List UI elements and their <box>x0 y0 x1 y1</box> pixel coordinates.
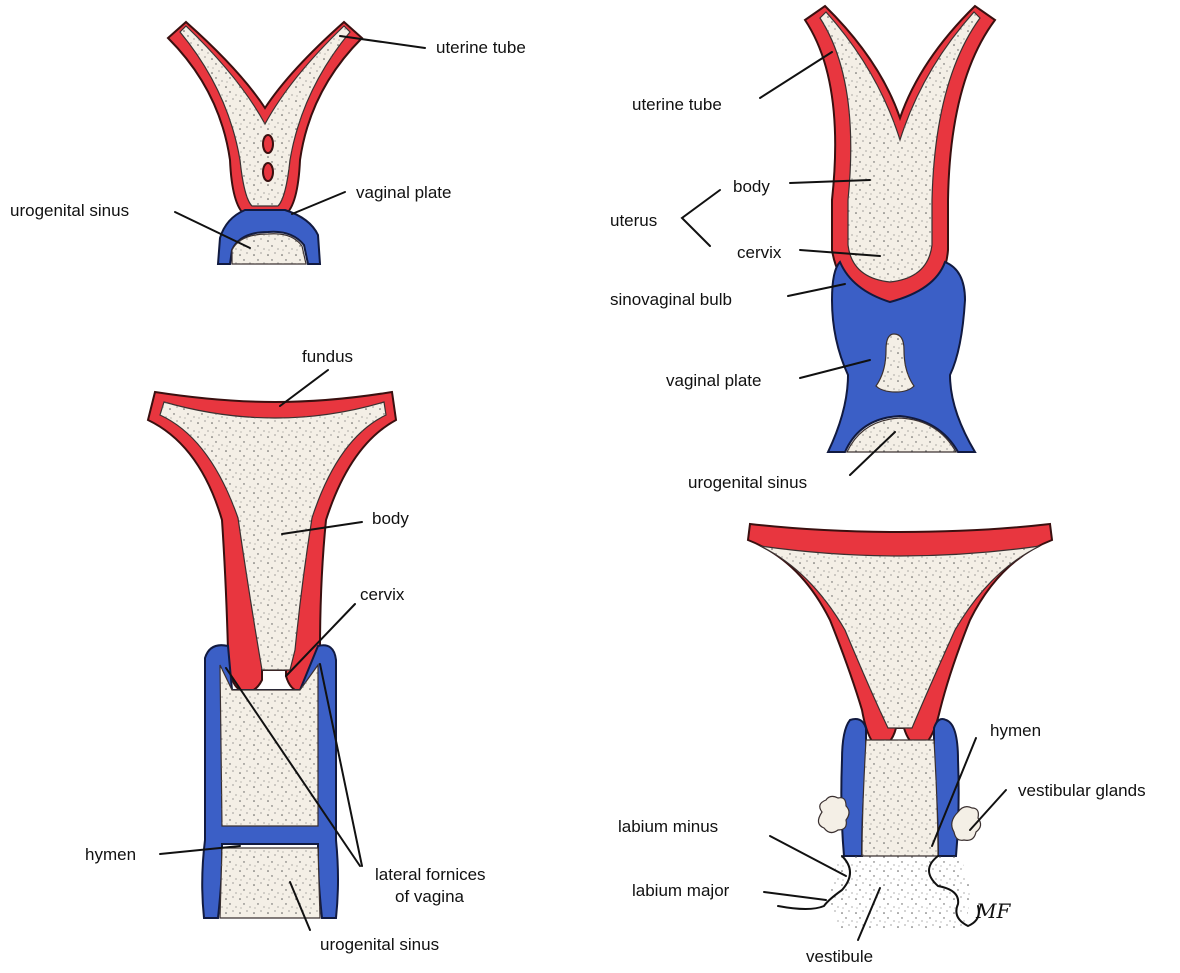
tr-label-vaginal-plate: vaginal plate <box>666 371 761 390</box>
artist-signature: MF <box>975 899 1011 923</box>
br-label-vestibule: vestibule <box>806 947 873 966</box>
panel-bottom-right: hymen vestibular glands labium minus lab… <box>618 524 1146 966</box>
bl-label-lateral-fornices-line1: lateral fornices <box>375 865 486 884</box>
tl-label-uterine-tube: uterine tube <box>436 38 526 57</box>
bl-sinus-stipple <box>220 848 320 918</box>
tr-leader-uterus-bracket <box>682 190 720 246</box>
bl-label-fundus: fundus <box>302 347 353 366</box>
bl-label-hymen: hymen <box>85 845 136 864</box>
panel-top-right: uterine tube body uterus cervix sinovagi… <box>610 6 995 492</box>
br-label-labium-minus: labium minus <box>618 817 718 836</box>
tl-lumen-spot <box>263 163 273 181</box>
bl-label-body: body <box>372 509 409 528</box>
tl-leader-vaginal-plate <box>292 192 345 214</box>
br-vestibule <box>830 856 970 930</box>
tr-leader-uterine-tube <box>760 52 832 98</box>
bl-label-urogenital-sinus: urogenital sinus <box>320 935 439 954</box>
tr-label-urogenital-sinus: urogenital sinus <box>688 473 807 492</box>
br-vagina-stipple <box>862 740 938 856</box>
tr-label-body: body <box>733 177 770 196</box>
tr-label-uterus: uterus <box>610 211 657 230</box>
bl-label-cervix: cervix <box>360 585 405 604</box>
br-vestibular-gland-left <box>818 796 849 832</box>
tr-label-cervix: cervix <box>737 243 782 262</box>
br-label-vestibular-glands: vestibular glands <box>1018 781 1146 800</box>
br-leader-labium-minus <box>770 836 846 876</box>
br-label-labium-major: labium major <box>632 881 730 900</box>
panel-top-left: uterine tube vaginal plate urogenital si… <box>10 22 526 264</box>
tl-label-vaginal-plate: vaginal plate <box>356 183 451 202</box>
panel-bottom-left: fundus body cervix lateral fornices of v… <box>85 347 486 954</box>
tr-label-uterine-tube: uterine tube <box>632 95 722 114</box>
br-leader-labium-major <box>764 892 826 900</box>
tl-lumen-spot <box>263 135 273 153</box>
bl-label-lateral-fornices-line2: of vagina <box>395 887 465 906</box>
br-label-hymen: hymen <box>990 721 1041 740</box>
tl-label-urogenital-sinus: urogenital sinus <box>10 201 129 220</box>
br-cavity-stipple <box>760 546 1040 728</box>
tr-label-sinovaginal-bulb: sinovaginal bulb <box>610 290 732 309</box>
